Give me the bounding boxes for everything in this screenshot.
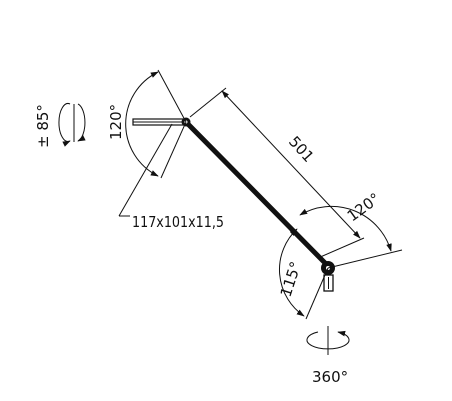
head-tilt-label: 120°: [107, 104, 125, 140]
rotation-arrow-icon: [306, 330, 350, 350]
lamp-head: [132, 118, 186, 126]
head-rotation-label: ± 85°: [34, 104, 52, 148]
base-rotation-dimension: 360°: [306, 326, 350, 386]
base-tilt-label: 115°: [277, 259, 305, 299]
rotation-arrow-icon: [58, 103, 86, 147]
arm-length-dimension: 501: [189, 87, 365, 259]
mount-socket-icon: [323, 274, 334, 292]
head-rotation-dimension: ± 85°: [34, 103, 86, 148]
head-size-label: 117x101x11,5: [132, 213, 224, 231]
head-tilt-dimension: 120°: [107, 69, 187, 179]
arm-length-label: 501: [285, 133, 318, 166]
head-size-leader: 117x101x11,5: [118, 123, 224, 231]
base-rotation-label: 360°: [312, 368, 348, 386]
elbow-angle-label: 120°: [344, 189, 384, 225]
